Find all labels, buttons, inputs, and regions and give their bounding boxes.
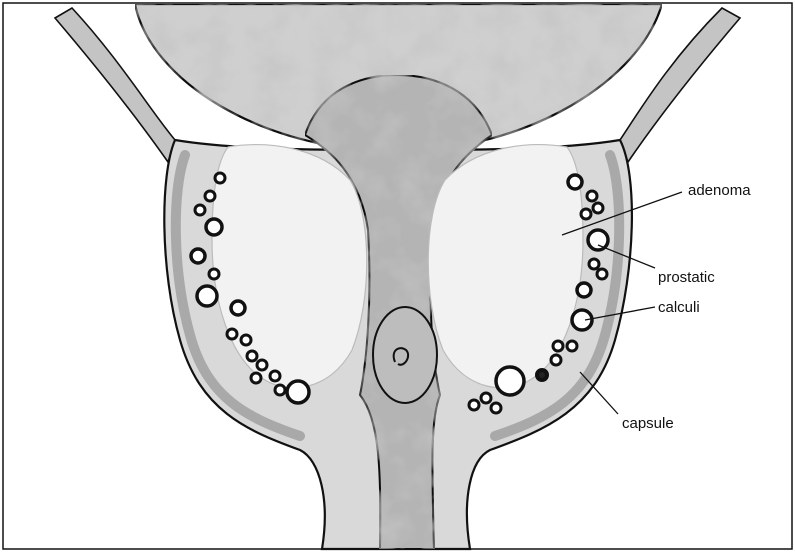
calculus-stone (227, 329, 237, 339)
label-prostatic: prostatic (658, 269, 715, 286)
calculus-stone (195, 205, 205, 215)
calculus-stone (481, 393, 491, 403)
calculus-stone (587, 191, 597, 201)
calculus-stone (241, 335, 251, 345)
calculus-stone (197, 286, 217, 306)
calculus-stone (191, 249, 205, 263)
calculus-stone (247, 351, 257, 361)
calculus-stone (215, 173, 225, 183)
calculus-stone (553, 341, 563, 351)
calculus-stone (581, 209, 591, 219)
calculus-stone (577, 283, 591, 297)
label-calculi: calculi (658, 299, 700, 316)
calculus-stone (593, 203, 603, 213)
calculus-stone (287, 381, 309, 403)
calculus-stone (469, 400, 479, 410)
calculus-stone (588, 230, 608, 250)
calculus-stone (567, 341, 577, 351)
calculus-stone (589, 259, 599, 269)
calculus-stone (270, 371, 280, 381)
calculus-stone (275, 385, 285, 395)
calculus-stone (597, 269, 607, 279)
calculus-stone (209, 269, 219, 279)
label-capsule: capsule (622, 415, 674, 432)
calculus-stone (551, 355, 561, 365)
calculus-stone (251, 373, 261, 383)
calculus-stone (257, 360, 267, 370)
calculus-stone (572, 310, 592, 330)
calculus-stone (205, 191, 215, 201)
calculus-stone (206, 219, 222, 235)
calculus-stone (537, 370, 547, 380)
label-adenoma: adenoma (688, 182, 751, 199)
calculus-stone (491, 403, 501, 413)
calculus-stone (231, 301, 245, 315)
calculus-stone (496, 367, 524, 395)
verumontanum (373, 307, 437, 403)
calculus-stone (568, 175, 582, 189)
